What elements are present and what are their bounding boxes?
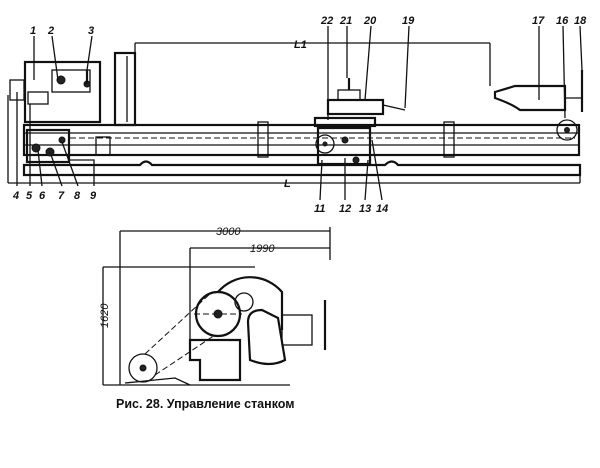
callout-11: 11 <box>314 203 325 215</box>
callout-22: 22 <box>320 15 333 27</box>
callout-6: 6 <box>39 190 46 202</box>
callout-3: 3 <box>88 25 94 37</box>
callout-5: 5 <box>26 190 33 202</box>
lathe-base <box>22 160 582 177</box>
handwheel <box>315 134 335 154</box>
lathe-bed <box>22 123 581 157</box>
figure-caption: Рис. 28. Управление станком <box>116 397 295 411</box>
callout-1: 1 <box>30 25 36 37</box>
callout-20: 20 <box>363 15 377 27</box>
callout-21: 21 <box>339 15 352 27</box>
apron-side <box>246 308 287 366</box>
callout-7: 7 <box>58 190 65 202</box>
callout-17: 17 <box>532 15 545 27</box>
headstock <box>23 60 102 124</box>
lathe-front-view <box>7 25 584 201</box>
motor <box>128 353 158 383</box>
dimension-l: L <box>284 178 291 190</box>
gear-guard <box>217 276 284 330</box>
callout-16: 16 <box>556 15 569 27</box>
callout-9: 9 <box>90 190 97 202</box>
dimension-1990: 1990 <box>250 243 275 255</box>
feed-gearbox <box>25 128 71 164</box>
callout-12: 12 <box>339 203 351 215</box>
dimension-3000: 3000 <box>216 226 241 238</box>
callout-19: 19 <box>402 15 415 27</box>
faceplate <box>113 51 137 127</box>
callout-2: 2 <box>47 25 54 37</box>
dimension-l1: L1 <box>294 39 307 51</box>
callout-18: 18 <box>574 15 587 27</box>
cross-slide <box>326 98 385 116</box>
callout-8: 8 <box>74 190 81 202</box>
dimension-1620: 1620 <box>99 303 111 328</box>
callout-4: 4 <box>12 190 19 202</box>
callout-14: 14 <box>376 203 388 215</box>
apron <box>316 126 372 166</box>
callout-13: 13 <box>359 203 371 215</box>
lathe-side-view <box>102 227 331 386</box>
tailstock <box>493 84 567 112</box>
